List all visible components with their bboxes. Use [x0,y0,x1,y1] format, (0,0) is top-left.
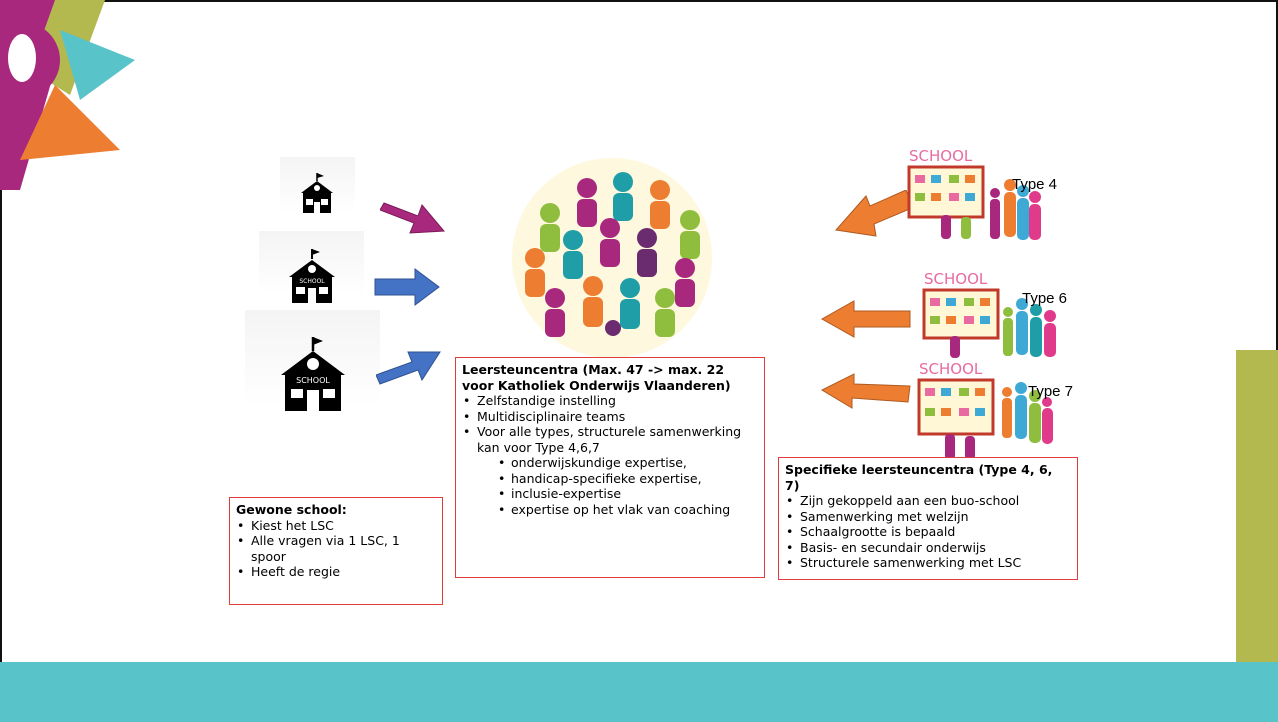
arrow-blue-lower [376,351,441,385]
list-item: Alle vragen via 1 LSC, 1 spoor [236,533,436,564]
list-item: Samenwerking met welzijn [785,509,1071,525]
gewone-school-box: Gewone school: Kiest het LSC Alle vragen… [229,497,443,605]
list-item: Schaalgrootte is bepaald [785,524,1071,540]
logo [0,0,135,190]
arrow-orange-type4 [835,190,913,237]
school-icon [301,173,333,213]
specifieke-leersteuncentra-box: Specifieke leersteuncentra (Type 4, 6, 7… [778,457,1078,580]
special-school-image-type4: SCHOOL [907,147,1041,240]
gewone-school-title: Gewone school: [236,502,347,517]
arrow-magenta [380,202,446,234]
list-item: Zelfstandige instelling [462,393,758,409]
list-item: Heeft de regie [236,564,436,580]
type-7-label: Type 7 [1028,383,1074,400]
people-figure-icon [525,172,700,337]
sub-list-item: expertise op het vlak van coaching [462,502,758,518]
arrow-orange-type6 [820,300,911,338]
community-globe-image [512,158,712,358]
footer-bar [0,662,1278,722]
class-sign-text: SCHOOL [919,360,983,378]
list-item: Multidisciplinaire teams [462,409,758,425]
school-image-medium: SCHOOL [259,231,364,317]
side-accent-bar [1236,350,1278,662]
school-icon: SCHOOL [289,249,335,303]
school-icon: SCHOOL [281,337,345,411]
leersteuncentra-box: Leersteuncentra (Max. 47 -> max. 22 voor… [455,357,765,578]
school-image-small [280,157,355,232]
list-item: Voor alle types, structurele samenwerkin… [462,424,758,455]
list-item: Structurele samenwerking met LSC [785,555,1071,571]
list-item: Kiest het LSC [236,518,436,534]
school-image-large: SCHOOL [245,310,380,438]
type-4-label: Type 4 [1012,176,1058,193]
list-item: Zijn gekoppeld aan een buo-school [785,493,1071,509]
sub-list-item: onderwijskundige expertise, [462,455,758,471]
type-6-label: Type 6 [1022,290,1068,307]
specifieke-leersteuncentra-title: Specifieke leersteuncentra (Type 4, 6, 7… [785,462,1053,493]
class-sign-text: SCHOOL [924,270,988,288]
class-sign-text: SCHOOL [909,147,973,165]
arrow-orange-type7 [820,373,911,409]
leersteuncentra-title: Leersteuncentra (Max. 47 -> max. 22 voor… [462,362,731,393]
list-item: Basis- en secundair onderwijs [785,540,1071,556]
arrow-blue-middle [374,268,440,306]
school-sign-text: SCHOOL [296,376,330,385]
special-school-image-type7: SCHOOL [917,360,1053,460]
sub-list-item: handicap-specifieke expertise, [462,471,758,487]
school-sign-text: SCHOOL [299,278,325,285]
sub-list-item: inclusie-expertise [462,486,758,502]
special-school-image-type6: SCHOOL [922,270,1056,358]
